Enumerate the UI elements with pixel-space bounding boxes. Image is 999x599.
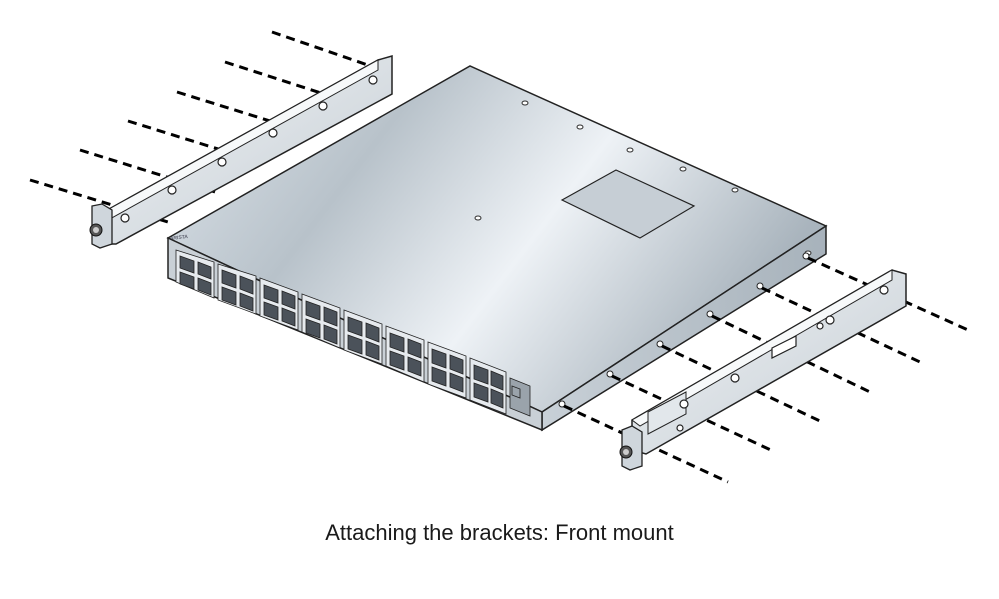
top-label-panel [560,169,696,239]
side-mounting-screws [558,252,810,408]
top-mounting-holes [474,100,812,256]
figure-caption: Attaching the brackets: Front mount [325,520,674,545]
front-port-cages [175,249,531,417]
left-bracket-icon [89,55,393,249]
right-bracket-icon [619,269,907,471]
switch-chassis-top [166,65,828,413]
